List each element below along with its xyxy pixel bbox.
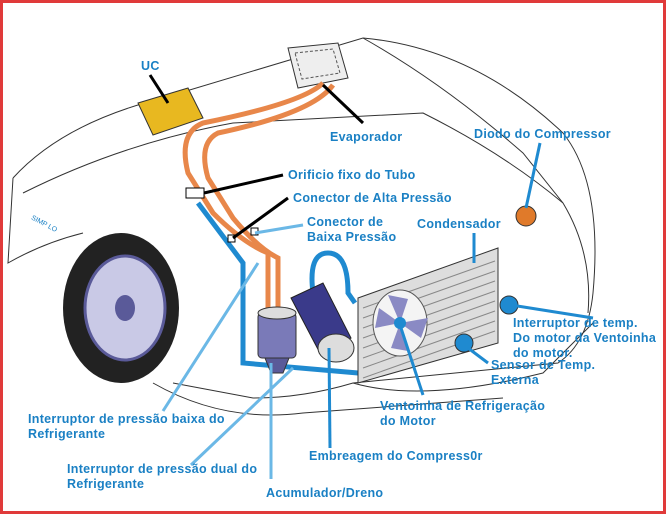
leader-lines xyxy=(148,74,594,479)
label-conector-baixa: Conector de Baixa Pressão xyxy=(307,215,396,245)
label-line: Externa xyxy=(491,373,539,387)
label-diodo-compressor: Diodo do Compressor xyxy=(474,127,611,141)
orifice-tube xyxy=(185,187,205,199)
high-pressure-connector xyxy=(227,234,236,243)
label-line: Do motor da Ventoinha xyxy=(513,331,657,345)
cooling-fan xyxy=(372,289,428,357)
label-embreagem: Embreagem do Compress0r xyxy=(309,449,483,463)
label-evaporador: Evaporador xyxy=(330,130,403,144)
label-line: Refrigerante xyxy=(28,427,106,441)
label-line: Refrigerante xyxy=(67,477,145,491)
front-wheel xyxy=(63,233,179,383)
label-line: Baixa Pressão xyxy=(307,230,397,244)
label-pressao-baixa: Interruptor de pressão baixa do Refriger… xyxy=(28,412,225,442)
uc-module xyxy=(137,87,204,136)
compressor-diode xyxy=(515,205,537,227)
label-orificio: Orificio fixo do Tubo xyxy=(288,168,416,182)
car-body-outline xyxy=(7,37,596,416)
label-line: Conector de xyxy=(307,215,384,229)
label-line: do Motor xyxy=(380,414,436,428)
label-interruptor-temp: Interruptor de temp. Do motor da Ventoin… xyxy=(513,316,656,361)
car-ac-illustration xyxy=(7,37,596,479)
label-acumulador: Acumulador/Dreno xyxy=(266,486,384,500)
label-line: Ventoinha de Refrigeração xyxy=(380,399,546,413)
label-line: do motor. xyxy=(513,346,573,360)
label-uc: UC xyxy=(141,59,160,73)
label-conector-alta: Conector de Alta Pressão xyxy=(293,191,452,205)
label-sensor-temp: Sensor de Temp. Externa xyxy=(491,358,595,388)
label-line: Interruptor de temp. xyxy=(513,316,638,330)
label-line: Interruptor de pressão dual do xyxy=(67,462,258,476)
evaporator xyxy=(287,42,349,89)
compressor xyxy=(290,282,355,363)
label-ventoinha: Ventoinha de Refrigeração do Motor xyxy=(380,399,545,429)
label-line: Interruptor de pressão baixa do xyxy=(28,412,225,426)
label-line: Sensor de Temp. xyxy=(491,358,596,372)
label-pressao-dual: Interruptor de pressão dual do Refrigera… xyxy=(67,462,257,492)
label-condensador: Condensador xyxy=(417,217,501,231)
